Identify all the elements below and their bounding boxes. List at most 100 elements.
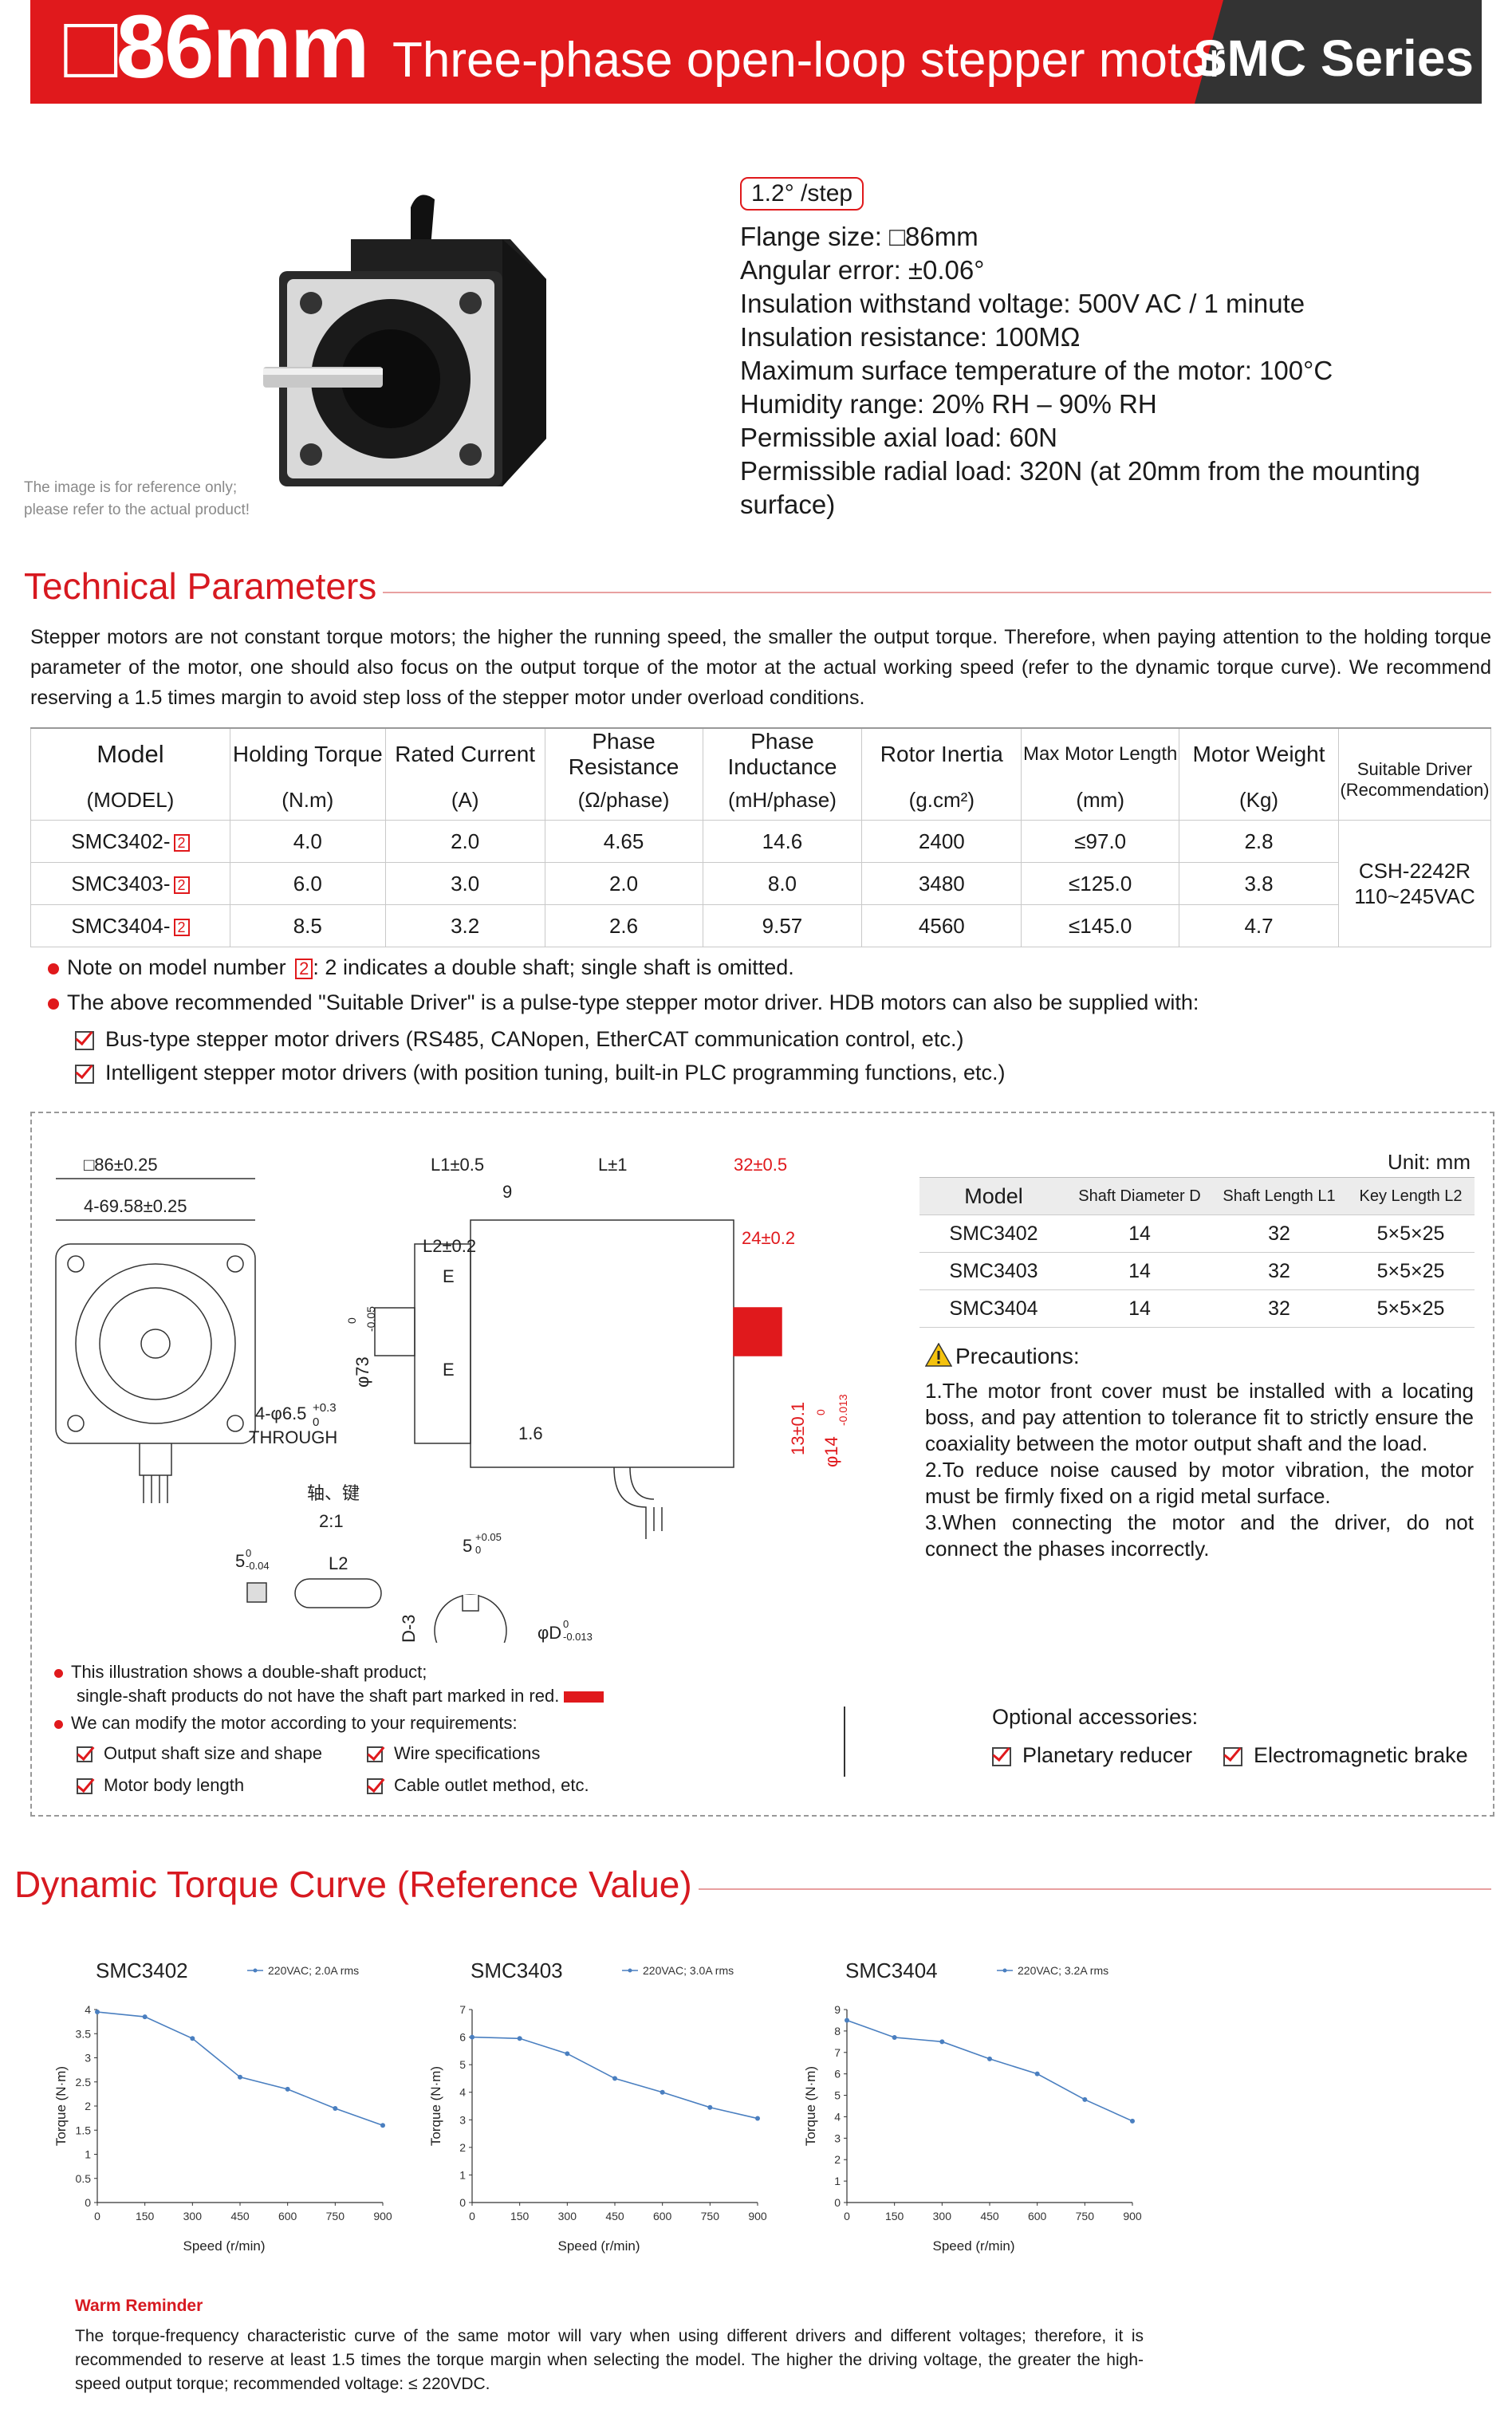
motor-image xyxy=(263,195,546,486)
y-tick-label: 0 xyxy=(85,2196,91,2209)
chart-title: SMC3404 xyxy=(845,1959,938,1982)
cell: 4.7 xyxy=(1179,904,1339,947)
cell: 2.8 xyxy=(1179,820,1339,863)
cell: 32 xyxy=(1211,1289,1347,1328)
reminder-title: Warm Reminder xyxy=(75,2297,203,2315)
y-tick-label: 2.5 xyxy=(76,2076,92,2088)
header-series-panel xyxy=(1195,0,1482,104)
dim-label: L2 xyxy=(329,1553,348,1573)
bullet-icon xyxy=(48,963,59,974)
bullet-icon xyxy=(54,1719,63,1729)
cell: 32 xyxy=(1211,1214,1347,1253)
image-disclaimer-line2: please refer to the actual product! xyxy=(24,502,250,518)
technical-section-title: Technical Parameters xyxy=(24,565,384,608)
driver-voltage: 110~245VAC xyxy=(1354,884,1475,908)
spec-item: Flange size: □86mm xyxy=(740,222,978,251)
th-torque: Holding Torque xyxy=(229,727,386,780)
th-unit: (MODEL) xyxy=(30,780,230,821)
image-disclaimer-line1: The image is for reference only; xyxy=(24,479,238,496)
y-tick-label: 0 xyxy=(834,2196,841,2209)
y-tick-label: 2 xyxy=(459,2141,466,2154)
mod-option: Motor body length xyxy=(77,1774,244,1797)
dim-label: L2±0.2 xyxy=(423,1236,476,1256)
driver-model: CSH-2242R xyxy=(1358,859,1471,883)
divider xyxy=(844,1707,845,1777)
x-tick-label: 0 xyxy=(469,2210,475,2222)
cell: 2400 xyxy=(861,820,1022,863)
th-length: Max Motor Length xyxy=(1021,727,1180,780)
driver-option: Intelligent stepper motor drivers (with … xyxy=(75,1061,1006,1085)
x-tick-label: 300 xyxy=(933,2210,952,2222)
mod-option: Wire specifications xyxy=(367,1742,540,1766)
th: Shaft Length L1 xyxy=(1211,1177,1347,1215)
dim-label: 0 xyxy=(814,1409,827,1415)
spec-item: Angular error: ±0.06° xyxy=(740,255,985,285)
cell-model: SMC3404-2 xyxy=(30,904,230,947)
cell: ≤145.0 xyxy=(1021,904,1180,947)
dim-label: 轴、键 xyxy=(307,1483,360,1503)
cell: SMC3402 xyxy=(919,1214,1068,1253)
x-tick-label: 450 xyxy=(605,2210,624,2222)
th-inertia: Rotor Inertia xyxy=(861,727,1022,780)
dim-label: φ73 xyxy=(352,1356,372,1388)
dim-label: 5 xyxy=(463,1536,472,1556)
x-tick-label: 600 xyxy=(1028,2210,1047,2222)
y-axis-label: Torque (N·m) xyxy=(803,2066,818,2146)
header-subtitle: Three-phase open-loop stepper motor xyxy=(392,33,1226,88)
table-unit-row: (MODEL) (N.m) (A) (Ω/phase) (mH/phase) (… xyxy=(30,780,1492,821)
checkbox-icon xyxy=(992,1746,1011,1766)
dim-label: 4-69.58±0.25 xyxy=(84,1196,187,1216)
cell: 14 xyxy=(1068,1252,1211,1290)
th-model: Model xyxy=(30,727,230,780)
x-axis-label: Speed (r/min) xyxy=(183,2238,266,2254)
checkbox-icon xyxy=(77,1746,93,1763)
data-point xyxy=(565,2051,570,2057)
cell: 2.6 xyxy=(544,904,703,947)
dim-label: 13±0.1 xyxy=(788,1402,808,1455)
data-point xyxy=(517,2036,522,2041)
precautions-text: 1.The motor front cover must be installe… xyxy=(925,1379,1474,1561)
cell: 5×5×25 xyxy=(1347,1289,1475,1328)
legend-marker xyxy=(253,1968,258,1973)
x-tick-label: 750 xyxy=(326,2210,345,2222)
y-tick-label: 3 xyxy=(834,2132,841,2144)
dim-label: □86±0.25 xyxy=(84,1155,158,1175)
data-point xyxy=(755,2116,760,2121)
data-point xyxy=(892,2034,897,2040)
x-tick-label: 300 xyxy=(558,2210,577,2222)
x-tick-label: 450 xyxy=(230,2210,250,2222)
chart-title: SMC3402 xyxy=(96,1959,188,1982)
data-point xyxy=(95,2010,100,2015)
bullet-icon xyxy=(54,1668,63,1678)
legend-label: 220VAC; 2.0A rms xyxy=(268,1964,359,1977)
cell: ≤97.0 xyxy=(1021,820,1180,863)
dim-label: -0.013 xyxy=(563,1631,593,1643)
th-unit: (mH/phase) xyxy=(702,780,863,821)
legend-marker xyxy=(628,1968,632,1973)
th: Key Length L2 xyxy=(1347,1177,1475,1215)
x-tick-label: 450 xyxy=(980,2210,999,2222)
x-tick-label: 600 xyxy=(278,2210,297,2222)
y-tick-label: 1 xyxy=(834,2175,841,2187)
y-tick-label: 6 xyxy=(459,2031,466,2044)
y-tick-label: 9 xyxy=(834,2003,841,2016)
table-header-row: Model Holding Torque Rated Current Phase… xyxy=(30,727,1492,780)
dim-label: E xyxy=(443,1360,455,1380)
data-point xyxy=(707,2104,713,2110)
th-inductance: Phase Inductance xyxy=(702,727,863,780)
cell: 14 xyxy=(1068,1289,1211,1328)
dim-label: 0 xyxy=(246,1547,251,1559)
mod-option: Cable outlet method, etc. xyxy=(367,1774,589,1797)
cell: 4560 xyxy=(861,904,1022,947)
data-point xyxy=(1082,2096,1088,2102)
mod-option: Output shaft size and shape xyxy=(77,1742,322,1766)
y-tick-label: 7 xyxy=(459,2003,466,2016)
step-angle-badge: 1.2° /step xyxy=(740,177,864,211)
spec-item: Insulation resistance: 100MΩ xyxy=(740,322,1081,352)
dim-label: 24±0.2 xyxy=(742,1228,795,1248)
